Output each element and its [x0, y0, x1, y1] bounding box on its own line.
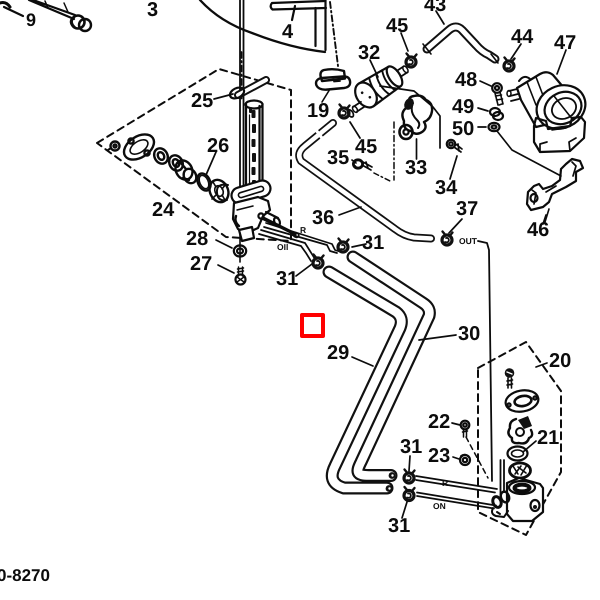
svg-text:49: 49 [452, 96, 474, 118]
svg-text:ON: ON [433, 501, 446, 511]
svg-text:OIl: OIl [277, 242, 288, 252]
svg-text:30: 30 [458, 323, 480, 345]
svg-text:47: 47 [554, 32, 576, 54]
svg-text:22: 22 [428, 411, 450, 433]
svg-text:20: 20 [549, 350, 571, 372]
svg-text:31: 31 [388, 515, 410, 537]
svg-text:35: 35 [327, 147, 349, 169]
svg-text:48: 48 [455, 69, 477, 91]
svg-text:3: 3 [147, 0, 158, 21]
svg-text:44: 44 [511, 26, 534, 48]
svg-text:21: 21 [537, 427, 559, 449]
svg-text:OUT: OUT [459, 236, 478, 246]
svg-text:37: 37 [456, 198, 478, 220]
svg-text:31: 31 [276, 268, 298, 290]
svg-text:28: 28 [186, 228, 208, 250]
svg-text:45: 45 [386, 15, 408, 37]
svg-text:33: 33 [405, 157, 427, 179]
svg-text:9: 9 [26, 10, 36, 30]
svg-text:45: 45 [355, 136, 377, 158]
svg-text:46: 46 [527, 219, 549, 241]
svg-text:50: 50 [452, 118, 474, 140]
svg-text:31: 31 [400, 436, 422, 458]
svg-text:R: R [442, 478, 448, 488]
svg-text:4: 4 [282, 21, 294, 43]
svg-text:26: 26 [207, 135, 229, 157]
svg-text:25: 25 [191, 90, 213, 112]
svg-text:19: 19 [307, 100, 329, 122]
svg-text:27: 27 [190, 253, 212, 275]
svg-text:31: 31 [362, 232, 384, 254]
svg-text:43: 43 [424, 0, 446, 16]
svg-text:34: 34 [435, 177, 458, 199]
svg-text:24: 24 [152, 199, 175, 221]
svg-text:29: 29 [327, 342, 349, 364]
svg-text:R: R [300, 225, 306, 235]
svg-text:36: 36 [312, 207, 334, 229]
svg-text:32: 32 [358, 42, 380, 64]
svg-text:0-8270: 0-8270 [0, 566, 50, 585]
svg-text:23: 23 [428, 445, 450, 467]
